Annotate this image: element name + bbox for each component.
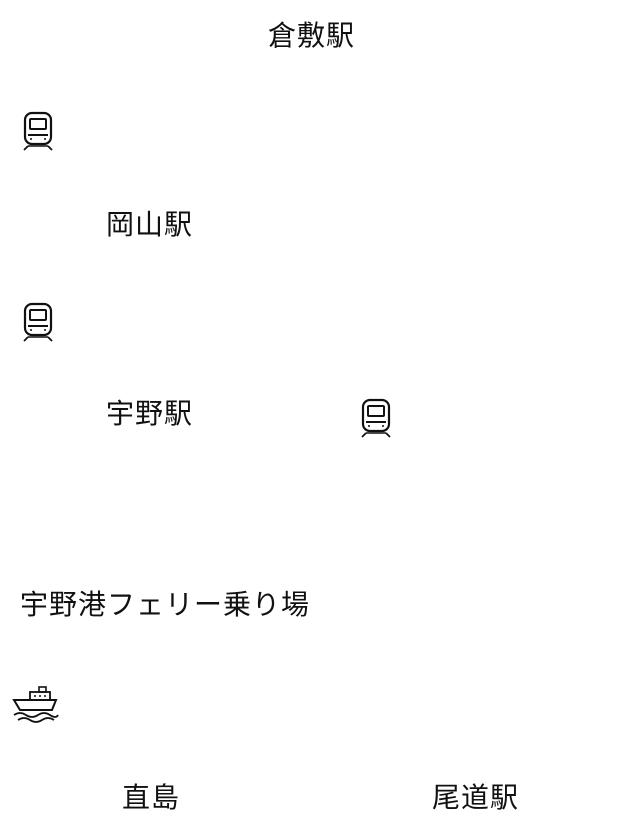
train-icon <box>23 111 53 151</box>
station-label-naoshima: 直島 <box>122 781 181 814</box>
station-label-onomichi: 尾道駅 <box>432 781 520 814</box>
ferry-icon <box>12 686 59 723</box>
station-label-okayama: 岡山駅 <box>106 208 194 241</box>
train-icon <box>361 398 391 438</box>
station-label-uno: 宇野駅 <box>106 397 194 430</box>
train-icon <box>23 302 53 342</box>
station-label-uno-port-ferry: 宇野港フェリー乗り場 <box>20 588 311 621</box>
station-label-kurashiki: 倉敷駅 <box>268 19 356 52</box>
